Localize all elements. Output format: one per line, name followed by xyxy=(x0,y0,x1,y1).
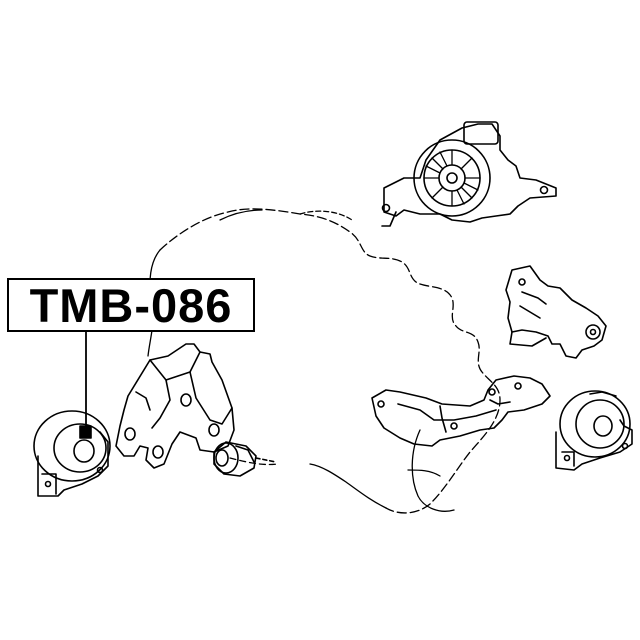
left-mount xyxy=(33,410,111,497)
right-upper-mount-bracket xyxy=(505,265,607,359)
part-number-label: TMB-086 xyxy=(7,278,255,332)
top-engine-mount xyxy=(381,121,557,227)
right-mount xyxy=(555,390,633,471)
mount-bracket xyxy=(115,343,235,469)
small-bushing xyxy=(213,441,277,477)
part-number-text: TMB-086 xyxy=(29,278,233,332)
center-lower-bracket xyxy=(371,375,551,447)
engine-outline xyxy=(147,208,501,514)
